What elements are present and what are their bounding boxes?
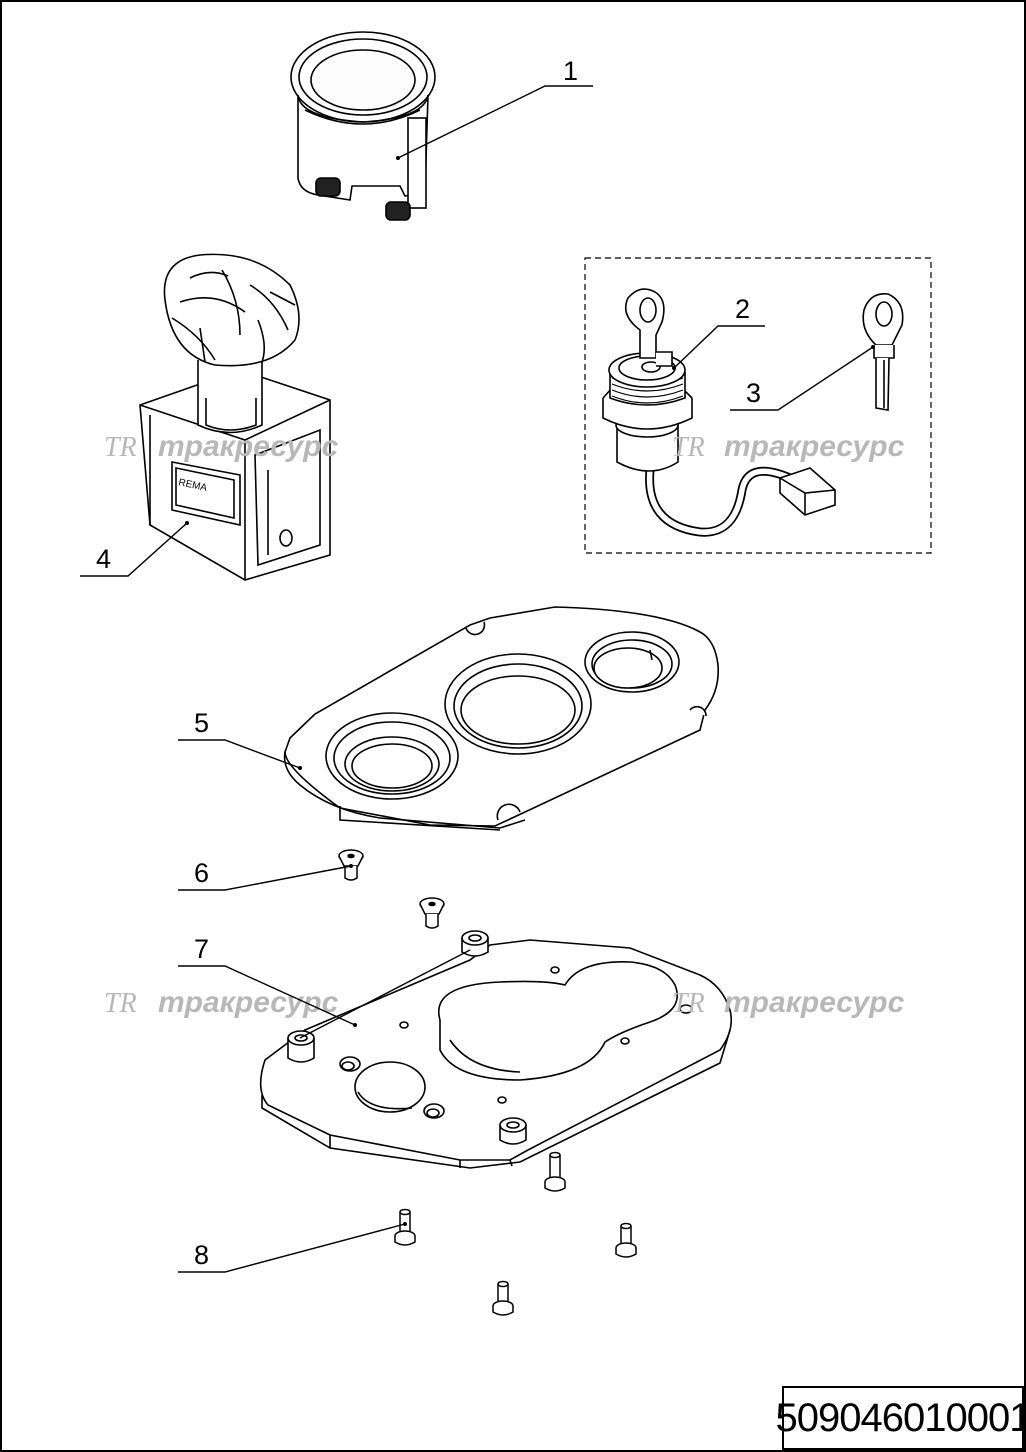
watermark-4: TR тракресурс — [672, 986, 905, 1019]
watermark-1: TR тракресурс — [104, 430, 339, 463]
callout-3: 3 — [746, 378, 761, 408]
callout-2: 2 — [735, 294, 750, 324]
watermark-logo: TR — [104, 432, 137, 463]
part-8-bolts — [394, 1151, 637, 1316]
leader-2 — [673, 325, 765, 369]
watermark-logo: TR — [672, 988, 705, 1019]
leader-4 — [80, 522, 188, 577]
bolt-a — [544, 1151, 566, 1192]
key-switch-group-frame — [584, 257, 932, 554]
document-number: 509046010001 — [775, 1395, 1026, 1440]
leader-lines — [80, 85, 874, 1273]
leader-1 — [397, 85, 593, 159]
callout-4: 4 — [96, 544, 111, 574]
part-1-gauge — [290, 31, 436, 221]
watermark-text: тракресурс — [724, 430, 905, 463]
part-3-spare-key — [862, 293, 904, 411]
part-6-countersunk-screw — [338, 849, 445, 929]
bolt-d — [492, 1280, 514, 1316]
part-5-mounting-plate — [283, 606, 720, 831]
watermark-text: тракресурс — [724, 986, 905, 1019]
callout-5: 5 — [194, 708, 209, 738]
watermark-logo: TR — [672, 432, 705, 463]
watermark-2: TR тракресурс — [672, 430, 905, 463]
leader-8 — [178, 1223, 406, 1273]
part-4-rotary-switch: REMA — [139, 253, 331, 581]
bolt-c — [615, 1222, 637, 1258]
callout-6: 6 — [194, 858, 209, 888]
callout-8: 8 — [194, 1240, 209, 1270]
watermark-logo: TR — [104, 988, 137, 1019]
document-number-box: 509046010001 — [776, 1386, 1026, 1450]
part-7-base-plate — [259, 930, 733, 1169]
leader-3 — [730, 346, 874, 411]
leader-6 — [178, 865, 352, 891]
leader-dots — [185, 156, 875, 1226]
watermark-3: TR тракресурс — [104, 986, 339, 1019]
callout-1: 1 — [563, 56, 578, 86]
watermark-text: тракресурс — [158, 430, 339, 463]
callout-7: 7 — [194, 934, 209, 964]
watermark-text: тракресурс — [158, 986, 339, 1019]
leader-7 — [178, 949, 471, 1039]
leader-5 — [178, 739, 301, 769]
part-2-ignition-switch — [602, 288, 836, 537]
bolt-b — [394, 1208, 416, 1246]
